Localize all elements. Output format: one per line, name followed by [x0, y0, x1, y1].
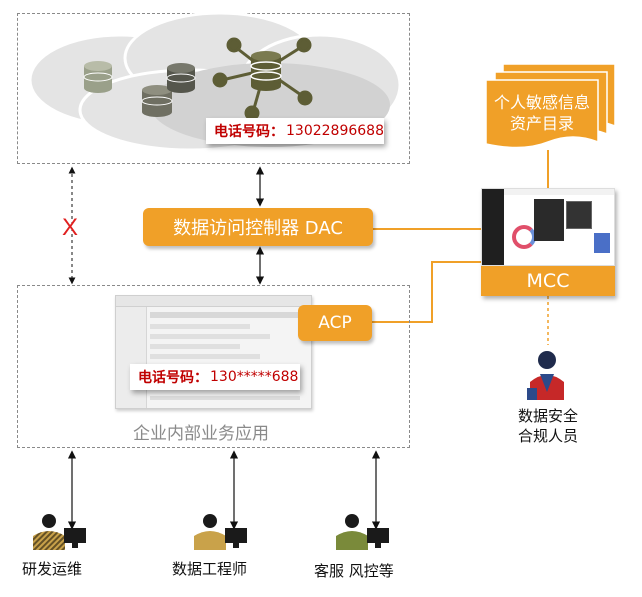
app-content	[150, 396, 300, 400]
dac-box: 数据访问控制器 DAC	[143, 208, 373, 246]
acp-label: ACP	[318, 313, 352, 333]
dac-label: 数据访问控制器 DAC	[173, 218, 343, 239]
mcc-sidebar	[482, 189, 504, 265]
compliance-line1: 数据安全	[517, 407, 578, 425]
mcc-bar	[594, 233, 610, 253]
phone-value: 13022896688	[286, 123, 384, 139]
catalog-line2: 资产目录	[509, 114, 574, 133]
mcc-popup	[566, 201, 592, 229]
compliance-line2: 合规人员	[517, 427, 578, 445]
developer-person-icon	[33, 514, 86, 550]
app-toolbar	[116, 296, 311, 307]
app-content	[150, 354, 260, 359]
phone-value: 130*****688	[210, 369, 299, 385]
user-label-engineer: 数据工程师	[172, 560, 248, 578]
engineer-person-icon	[194, 514, 247, 550]
blocked-marker: X	[62, 214, 79, 241]
phone-label: 电话号码：	[214, 124, 284, 140]
user-label-service: 客服 风控等	[314, 562, 394, 580]
catalog-label: 个人敏感信息 资产目录	[486, 92, 598, 134]
enterprise-app-box	[17, 285, 410, 448]
database-icon-2	[141, 85, 173, 117]
mcc-screenshot	[481, 188, 615, 266]
app-sidebar	[116, 307, 147, 408]
app-content	[150, 334, 270, 339]
cloud-phone-card: 电话号码： 13022896688	[206, 118, 384, 144]
central-database-icon	[250, 51, 282, 91]
mcc-label: MCC	[526, 270, 570, 292]
catalog-line1: 个人敏感信息	[493, 93, 590, 112]
mcc-panel: MCC	[481, 188, 615, 296]
mcc-header	[504, 189, 614, 195]
app-content	[150, 324, 250, 329]
app-phone-card: 电话号码： 130*****688	[130, 364, 300, 390]
acp-box: ACP	[298, 305, 372, 341]
compliance-label: 数据安全 合规人员	[506, 406, 590, 446]
phone-label: 电话号码：	[138, 370, 208, 386]
app-content	[150, 312, 300, 318]
mcc-dark-panel	[534, 199, 564, 241]
app-name: 企业内部业务应用	[133, 424, 269, 444]
app-content	[150, 344, 240, 349]
acp-mcc-link	[372, 261, 482, 323]
app-screenshot	[115, 295, 312, 409]
service-person-icon	[336, 514, 389, 550]
database-icon-3	[166, 63, 196, 93]
database-icon-1	[83, 61, 113, 93]
user-label-dev: 研发运维	[22, 560, 83, 578]
